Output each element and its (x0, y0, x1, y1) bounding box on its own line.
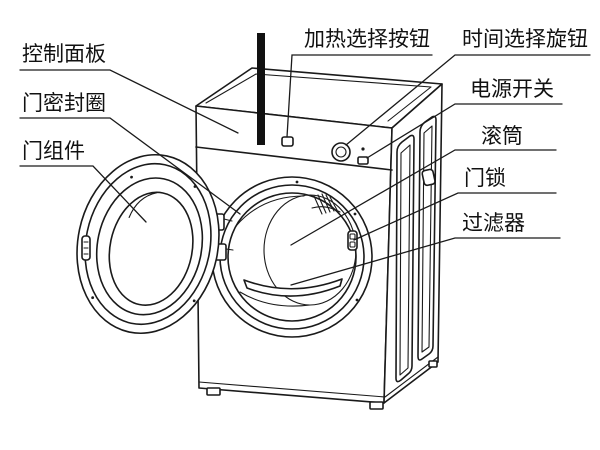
door-screw (193, 185, 197, 188)
filter (243, 278, 343, 297)
foot-front-left (206, 387, 221, 396)
door-lock-slot-bottom (349, 241, 356, 248)
callout-leaders (19, 54, 591, 286)
door-glass-highlight (128, 192, 158, 219)
time-select-knob-center (335, 146, 347, 158)
drum-perforation (311, 193, 341, 215)
door-lock-slot-top (349, 233, 356, 240)
door-screw (192, 299, 196, 303)
door-glass (108, 191, 194, 306)
callout-label-drum: 滚筒 (481, 124, 523, 148)
leader-drum (290, 149, 557, 246)
leader-heat-select-button (286, 54, 433, 138)
callout-label-time-select-knob: 时间选择旋钮 (462, 27, 588, 51)
side-vent (421, 168, 436, 187)
leader-power-switch (366, 103, 563, 159)
power-indicator-dot (361, 147, 365, 151)
power-switch (357, 156, 369, 165)
door-rim-inner (84, 162, 212, 326)
leader-control-panel (19, 69, 239, 134)
door-outer-rim (76, 153, 220, 335)
machine-top-rim (205, 73, 432, 122)
control-panel-edge (195, 146, 393, 171)
foot-front-right (369, 401, 384, 410)
bezel-screw (353, 212, 357, 216)
callout-label-door-lock: 门锁 (464, 166, 506, 190)
door-screw (130, 175, 133, 179)
time-select-knob (331, 142, 351, 162)
callout-label-door-assembly: 门组件 (22, 139, 85, 163)
door-assembly (76, 153, 220, 335)
callout-label-heat-select-button: 加热选择按钮 (304, 27, 430, 51)
drum-depth-line (235, 195, 305, 227)
leader-door-lock (353, 192, 557, 241)
callout-label-power-switch: 电源开关 (470, 77, 554, 101)
drum-depth-line-2 (239, 291, 311, 307)
leader-filter (290, 237, 561, 286)
callout-label-control-panel: 控制面板 (22, 42, 106, 66)
door-handle-grip (83, 241, 89, 255)
marker-bar (257, 33, 265, 145)
side-frame-front (395, 134, 415, 383)
machine-plinth (198, 356, 439, 398)
door-ring (95, 177, 204, 316)
leader-door-assembly (19, 165, 147, 223)
door-screw (91, 296, 95, 300)
callout-label-door-seal: 门密封圈 (22, 91, 106, 115)
foot-back-right (428, 360, 438, 368)
leader-door-seal (19, 117, 241, 215)
side-frame-front-inner (399, 144, 411, 376)
callout-label-filter: 过滤器 (462, 211, 525, 235)
door-bezel-outer (211, 176, 373, 338)
bezel-screw (295, 180, 299, 184)
control-panel (281, 136, 369, 165)
leader-time-select-knob (345, 54, 591, 146)
heat-select-button (281, 136, 294, 147)
bezel-screw (355, 298, 359, 302)
side-frame-back-inner (421, 125, 433, 353)
door-opening (211, 176, 373, 338)
